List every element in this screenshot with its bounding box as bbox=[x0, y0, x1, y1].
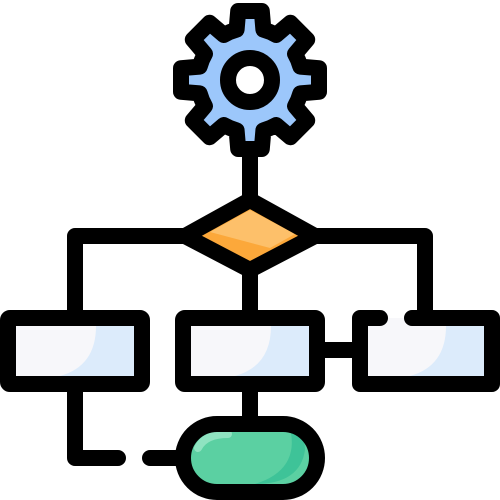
terminal-pill-icon bbox=[175, 416, 325, 500]
connector-left-pill bbox=[67, 376, 126, 466]
process-box-left bbox=[0, 310, 150, 392]
process-box-right bbox=[352, 310, 500, 392]
decision-diamond-icon bbox=[177, 192, 323, 278]
connector-diamond-right bbox=[307, 228, 433, 326]
connector-diamond-left bbox=[67, 228, 193, 326]
gear-icon bbox=[173, 3, 327, 157]
process-box-middle bbox=[175, 310, 325, 392]
